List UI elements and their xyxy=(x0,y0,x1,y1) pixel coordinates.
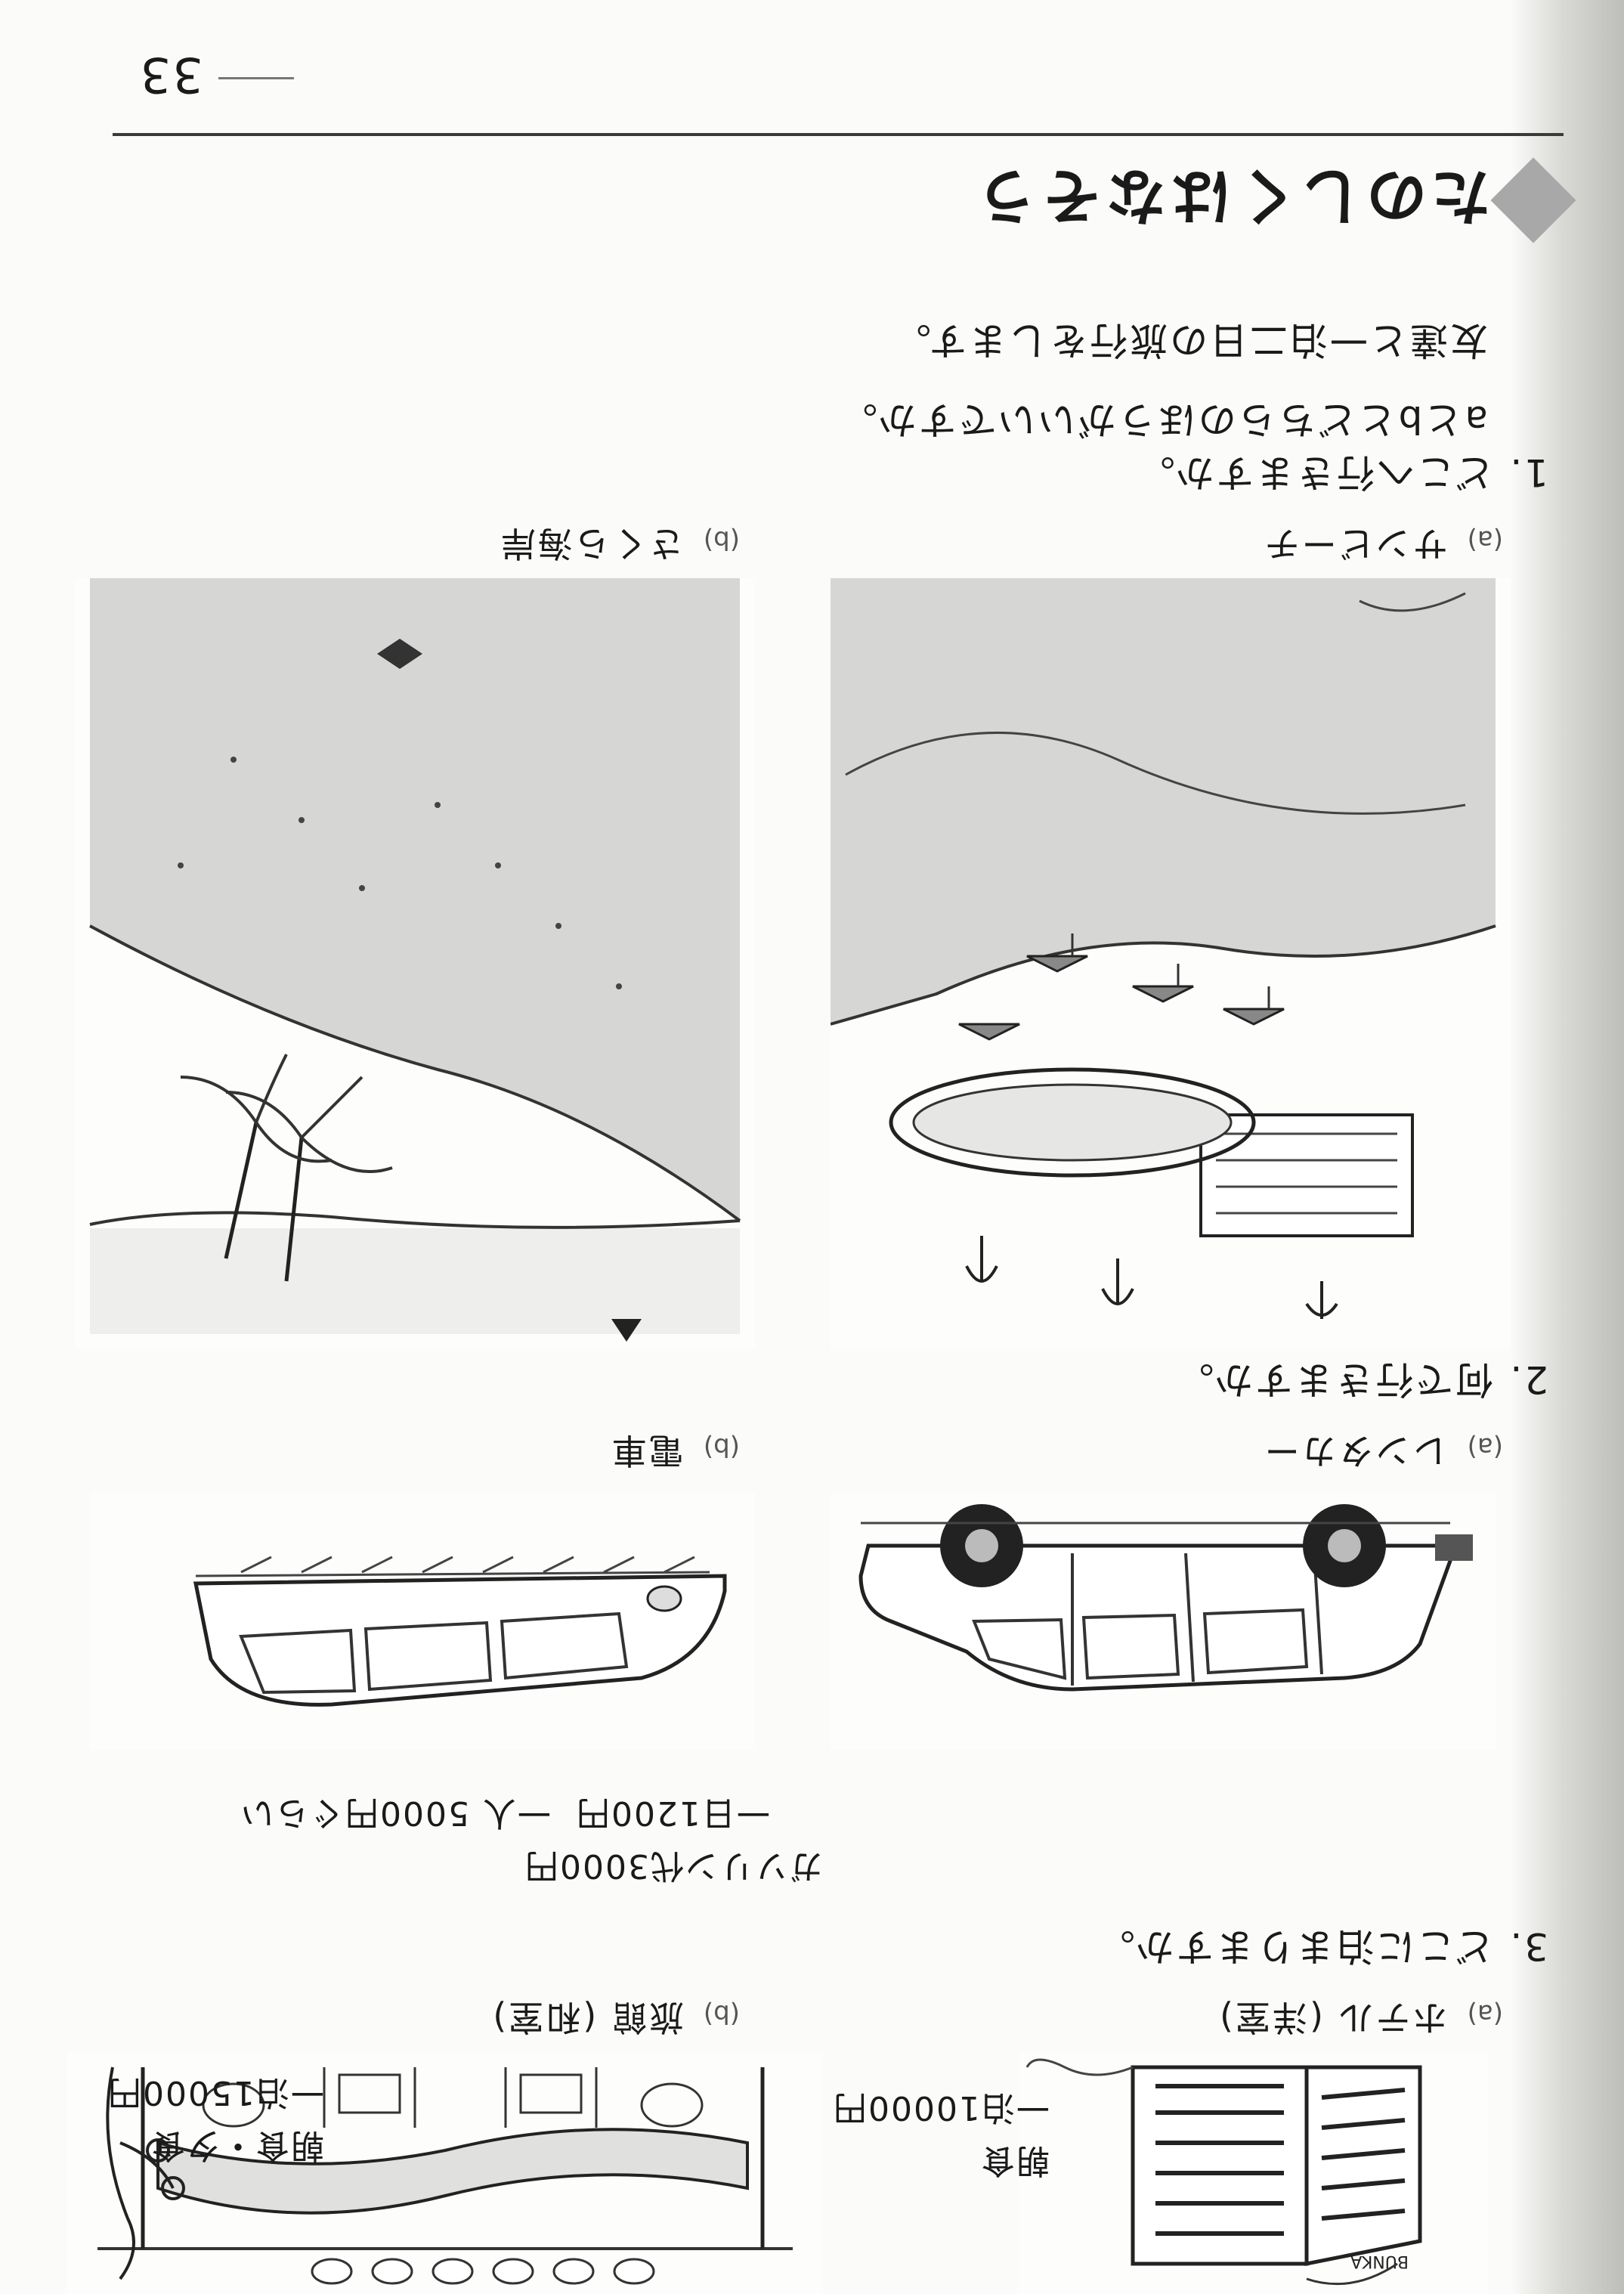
page-number: 33 xyxy=(138,46,203,102)
option-a-label: レンタカー xyxy=(1262,1430,1448,1471)
option-b-label: 旅館 (和室) xyxy=(490,1997,684,2038)
ryokan-illustration xyxy=(67,2052,823,2294)
page-number-rule xyxy=(218,77,294,79)
question-1-text: どこへ行きますか。 xyxy=(1134,450,1494,494)
car-price-per-day: 一日1200円 xyxy=(575,1794,770,1832)
option-b-label: 電車 xyxy=(609,1430,684,1471)
hotel-illustration: BUNKA xyxy=(1019,2052,1488,2294)
option-a-label: サンビーチ xyxy=(1262,523,1448,564)
question-1: 1. どこへ行きますか。 xyxy=(1135,448,1548,503)
question-3-option-b: (b) 旅館 (和室) xyxy=(490,1995,740,2045)
question-3-number: 3. xyxy=(1508,1924,1548,1968)
question-3-option-a: (a) ホテル (洋室) xyxy=(1217,1995,1503,2045)
option-a-marker: (a) xyxy=(1467,525,1503,555)
section-title: たのしくはなそう xyxy=(972,160,1492,231)
option-a-marker: (a) xyxy=(1467,1432,1503,1462)
car-gas-cost: ガソリン代3000円 xyxy=(524,1847,823,1885)
question-3-text: どこに泊まりますか。 xyxy=(1094,1924,1494,1968)
train-price-per-person: 一人 5000円ぐらい xyxy=(240,1794,551,1832)
question-2: 2. 何で行きますか。 xyxy=(1174,1355,1548,1410)
question-2-number: 2. xyxy=(1508,1358,1548,1401)
question-1-option-a: (a) サンビーチ xyxy=(1263,521,1503,571)
question-1-number: 1. xyxy=(1508,450,1548,494)
option-a-marker: (a) xyxy=(1467,1998,1503,2029)
question-1-option-b: (b) さくら海岸 xyxy=(499,521,740,571)
intro-line-1: 友達と一泊二日の旅行をします。 xyxy=(891,318,1488,362)
ryokan-meals: 朝食・夕食 xyxy=(150,2126,324,2165)
question-3: 3. どこに泊まりますか。 xyxy=(1095,1922,1548,1977)
hotel-price-per-night: 一泊10000円 xyxy=(832,2088,1050,2127)
option-b-marker: (b) xyxy=(703,1998,740,2029)
question-2-option-a: (a) レンタカー xyxy=(1263,1428,1503,1478)
option-b-marker: (b) xyxy=(703,1432,740,1462)
hotel-sign-text: BUNKA xyxy=(1350,2252,1409,2271)
question-2-text: 何で行きますか。 xyxy=(1174,1358,1494,1401)
option-b-label: さくら海岸 xyxy=(498,523,684,564)
intro-line-2: aとbとどちらのほうがいいですか。 xyxy=(837,398,1488,441)
train-illustration xyxy=(90,1493,755,1750)
beach-resort-illustration xyxy=(831,578,1511,1349)
option-a-label: ホテル (洋室) xyxy=(1217,1997,1448,2038)
hotel-meal: 朝食 xyxy=(980,2141,1050,2180)
option-b-marker: (b) xyxy=(703,525,740,555)
quiet-beach-illustration xyxy=(75,578,755,1349)
ryokan-price-per-night: 一泊15000円 xyxy=(107,2073,324,2112)
page-edge-shadow xyxy=(1511,0,1624,2294)
rental-car-illustration xyxy=(831,1493,1496,1750)
question-2-option-b: (b) 電車 xyxy=(610,1428,740,1478)
